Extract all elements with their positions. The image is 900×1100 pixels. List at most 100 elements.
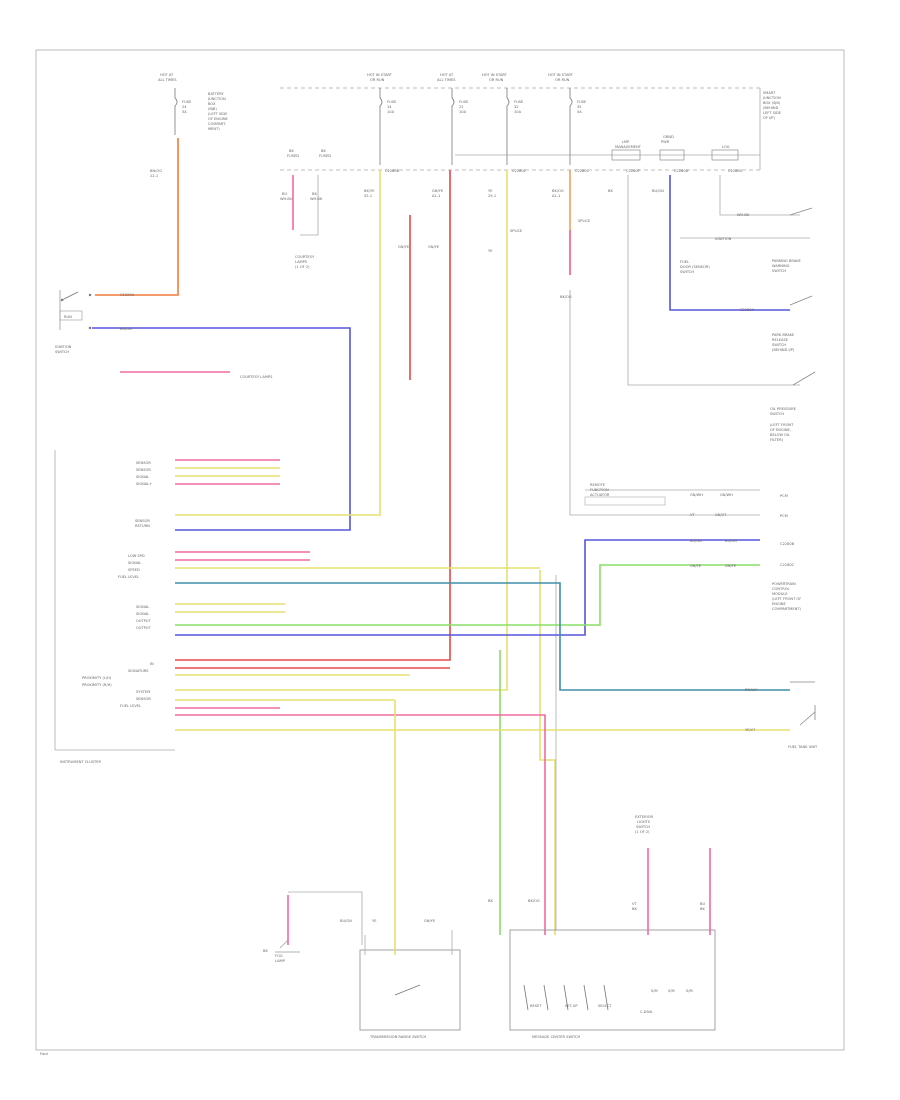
- ignition-switch: RUN IGNITION SWITCH: [55, 290, 92, 354]
- svg-text:OUTPUT: OUTPUT: [136, 626, 151, 630]
- svg-text:BK: BK: [312, 192, 317, 196]
- svg-text:BU/GN: BU/GN: [120, 327, 132, 331]
- svg-text:SET-UP: SET-UP: [565, 1004, 578, 1008]
- fog-lamp-switch-label: BU WH-BU BK WH-BK COURTESY LAMPS (1 OF 2…: [280, 192, 323, 269]
- svg-text:LAMP: LAMP: [275, 959, 286, 963]
- svg-text:FUSE: FUSE: [577, 100, 587, 104]
- svg-text:LOG: LOG: [722, 145, 730, 149]
- svg-text:COURTESY: COURTESY: [295, 255, 315, 259]
- svg-text:HOT IN START: HOT IN START: [367, 73, 393, 77]
- svg-text:(LEFT FRONT OF: (LEFT FRONT OF: [772, 597, 801, 601]
- svg-text:YE: YE: [488, 249, 493, 253]
- svg-text:(1 OF 2): (1 OF 2): [635, 830, 650, 834]
- svg-text:ALL TIMES: ALL TIMES: [437, 78, 456, 82]
- svg-text:YE/VT: YE/VT: [745, 728, 756, 732]
- svg-text:GN/YE: GN/YE: [428, 245, 440, 249]
- svg-text:(LEFT FRONT: (LEFT FRONT: [770, 423, 794, 427]
- svg-text:WH-BK: WH-BK: [737, 213, 750, 217]
- svg-text:FUSE: FUSE: [387, 100, 397, 104]
- svg-text:BK/OG: BK/OG: [552, 189, 564, 193]
- svg-text:SIGNAL: SIGNAL: [136, 612, 149, 616]
- svg-text:DOOR (SENSOR): DOOR (SENSOR): [680, 265, 710, 269]
- sjb-connector-labels: BK FUSED BK FUSED C2280B C2280E C2280C C…: [287, 149, 743, 173]
- wire-blue-pcm: [175, 539, 760, 636]
- page-ref: Ford: [40, 1052, 48, 1056]
- svg-text:YE: YE: [488, 189, 493, 193]
- svg-text:LIGHTS: LIGHTS: [637, 820, 651, 824]
- svg-text:EXTERIOR: EXTERIOR: [635, 815, 654, 819]
- svg-text:SWITCH: SWITCH: [680, 270, 694, 274]
- svg-text:SIGNAL: SIGNAL: [136, 475, 149, 479]
- svg-text:C2280C: C2280C: [740, 308, 755, 312]
- svg-text:PARK BRAKE: PARK BRAKE: [772, 333, 795, 337]
- svg-text:SIGNAL: SIGNAL: [136, 605, 149, 609]
- svg-text:COMPART-: COMPART-: [208, 122, 227, 126]
- svg-text:GN/WH: GN/WH: [720, 493, 733, 497]
- svg-text:ENGINE: ENGINE: [772, 602, 786, 606]
- relays-top: [611, 149, 739, 161]
- svg-text:SWITCH: SWITCH: [636, 825, 650, 829]
- svg-text:10A: 10A: [514, 110, 522, 114]
- ground-symbol: [275, 939, 300, 953]
- svg-text:RELEASE: RELEASE: [772, 338, 789, 342]
- svg-text:32: 32: [514, 105, 519, 109]
- svg-text:S/M: S/M: [651, 989, 658, 993]
- svg-text:MESSAGE CENTER SWITCH: MESSAGE CENTER SWITCH: [532, 1035, 581, 1039]
- svg-text:HOT IN START: HOT IN START: [482, 73, 508, 77]
- svg-text:BK: BK: [263, 949, 268, 953]
- svg-text:IN: IN: [150, 662, 154, 666]
- svg-text:PARKING BRAKE: PARKING BRAKE: [772, 259, 802, 263]
- svg-text:FUEL: FUEL: [680, 260, 689, 264]
- svg-text:5A: 5A: [182, 110, 187, 114]
- svg-text:PWR: PWR: [661, 140, 670, 144]
- svg-text:SELECT: SELECT: [598, 1004, 612, 1008]
- svg-text:A1-1: A1-1: [552, 194, 560, 198]
- svg-text:FUSE: FUSE: [459, 100, 469, 104]
- svg-text:FUEL LEVEL: FUEL LEVEL: [118, 575, 139, 579]
- svg-text:GN/YE: GN/YE: [690, 564, 702, 568]
- wire-blue-ignition: [92, 327, 351, 531]
- svg-text:BK: BK: [632, 907, 637, 911]
- svg-text:GN/VT: GN/VT: [715, 513, 727, 517]
- svg-text:BATTERY: BATTERY: [208, 92, 225, 96]
- hood-switch: RESET SET-UP SELECT S/M S/M S/M C-DIVA M…: [488, 815, 716, 1039]
- svg-text:(BEHIND: (BEHIND: [763, 106, 779, 110]
- svg-text:OF ENGINE: OF ENGINE: [208, 117, 229, 121]
- svg-text:BK: BK: [321, 149, 326, 153]
- svg-text:SWITCH: SWITCH: [55, 350, 69, 354]
- svg-text:YE: YE: [372, 919, 377, 923]
- fuel-tank-unit: FUEL TANK UNIT: [788, 681, 818, 749]
- svg-text:SIGNAL: SIGNAL: [128, 561, 141, 565]
- svg-text:14: 14: [387, 105, 392, 109]
- right-switch-labels: FUEL DOOR (SENSOR) SWITCH PARKING BRAKE …: [680, 259, 802, 442]
- svg-text:SWITCH: SWITCH: [770, 412, 784, 416]
- svg-text:MODULE: MODULE: [772, 592, 788, 596]
- svg-text:SIGNAL+: SIGNAL+: [136, 482, 152, 486]
- svg-text:SENSOR: SENSOR: [136, 468, 151, 472]
- svg-text:OR RUN: OR RUN: [489, 78, 504, 82]
- fuse-symbols: [174, 88, 573, 165]
- svg-text:VT: VT: [632, 902, 637, 906]
- svg-text:REMOTE: REMOTE: [590, 483, 606, 487]
- fuse-text: FUSE 24 5A FUSE 14 10A FUSE 22 10A FUSE …: [182, 100, 587, 114]
- svg-text:GN/YE: GN/YE: [398, 245, 410, 249]
- svg-text:IGNITION: IGNITION: [55, 345, 72, 349]
- svg-text:BU/GN: BU/GN: [725, 539, 737, 543]
- svg-text:SENSOR: SENSOR: [136, 461, 151, 465]
- svg-text:SWITCH: SWITCH: [772, 269, 786, 273]
- svg-text:C2280E: C2280E: [512, 169, 527, 173]
- svg-text:SMART: SMART: [763, 91, 776, 95]
- wire-yellow-fuse32: [175, 170, 508, 691]
- svg-text:C2280F: C2280F: [626, 169, 640, 173]
- svg-text:(1 OF 2): (1 OF 2): [295, 265, 310, 269]
- svg-text:C2280C: C2280C: [575, 169, 590, 173]
- svg-text:POWERTRAIN: POWERTRAIN: [772, 582, 796, 586]
- wire-orange-battery: [95, 138, 179, 296]
- svg-text:RESET: RESET: [530, 1004, 542, 1008]
- svg-text:SWITCH: SWITCH: [772, 343, 786, 347]
- svg-text:SIGNATURE: SIGNATURE: [128, 669, 149, 673]
- svg-text:C2280B: C2280B: [780, 542, 795, 546]
- right-switches: [789, 207, 816, 386]
- cluster-pins: SENSOR SENSOR SIGNAL SIGNAL+ SENSOR RETU…: [82, 461, 154, 708]
- svg-text:10A: 10A: [387, 110, 395, 114]
